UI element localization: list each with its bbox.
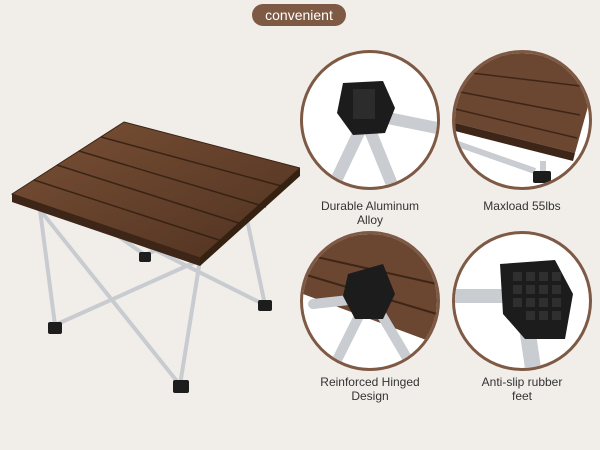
feature-caption-aluminum: Durable Aluminum Alloy (320, 199, 420, 227)
aluminum-joint-closeup (300, 50, 440, 190)
feature-caption-hinge: Reinforced Hinged Design (320, 375, 420, 403)
rubber-foot-closeup (452, 231, 592, 371)
feature-caption-maxload: Maxload 55lbs (483, 199, 561, 213)
hinge-closeup (300, 231, 440, 371)
hinge-icon (303, 234, 437, 368)
tabletop-corner-icon (455, 53, 589, 183)
rubber-foot-icon (455, 260, 573, 368)
tabletop-corner-closeup (452, 50, 592, 190)
feature-caption-rubber-feet: Anti-slip rubber feet (481, 375, 563, 403)
convenient-tag: convenient (252, 4, 346, 26)
aluminum-joint-icon (327, 81, 437, 187)
folding-table-image (10, 121, 300, 393)
